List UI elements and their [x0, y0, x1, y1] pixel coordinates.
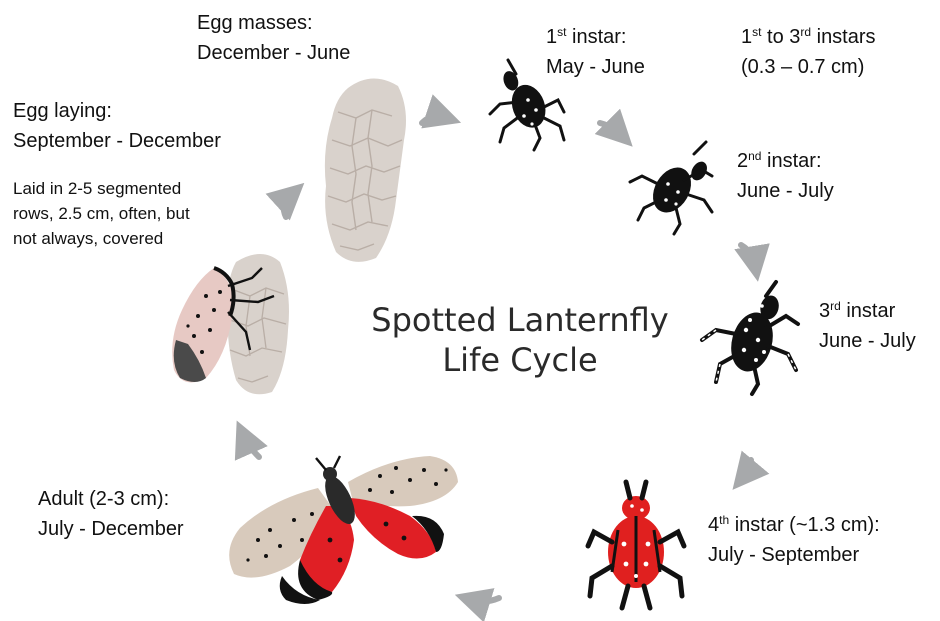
instars-size-note: 1st to 3rd instars (0.3 – 0.7 cm) — [741, 22, 876, 82]
cycle-arrow-icon — [744, 460, 751, 476]
cycle-arrow-icon — [422, 116, 444, 123]
diagram-title-line-1: Spotted Lanternfly — [330, 300, 710, 340]
diagram-title-line-2: Life Cycle — [330, 340, 710, 380]
nymph-icon — [630, 142, 712, 234]
stage-label-instar-4: 4th instar (~1.3 cm): July - September — [708, 510, 880, 570]
egg-mass-icon — [228, 254, 289, 394]
cycle-arrow-icon — [244, 437, 259, 457]
stage-label-instar-1: 1st instar: May - June — [546, 22, 645, 82]
stage-label-adult: Adult (2-3 cm): July - December — [38, 484, 184, 544]
cycle-arrow-icon — [472, 598, 499, 602]
nymph-icon — [702, 282, 798, 394]
stage-label-egg-masses: Egg masses: December - June — [197, 8, 350, 68]
cycle-arrow-icon — [600, 123, 620, 134]
stage-label-egg-laying: Egg laying: September - December — [13, 96, 221, 156]
nymph-icon — [588, 482, 684, 608]
egg-mass-icon — [325, 78, 406, 261]
cycle-arrow-icon — [741, 245, 755, 264]
cycle-arrow-icon — [284, 195, 291, 217]
adult-lanternfly-icon — [229, 456, 458, 604]
stage-label-instar-2: 2nd instar: June - July — [737, 146, 834, 206]
egg-laying-note: Laid in 2-5 segmented rows, 2.5 cm, ofte… — [13, 176, 190, 251]
stage-label-instar-3: 3rd instar June - July — [819, 296, 916, 356]
diagram-title: Spotted Lanternfly Life Cycle — [330, 300, 710, 380]
